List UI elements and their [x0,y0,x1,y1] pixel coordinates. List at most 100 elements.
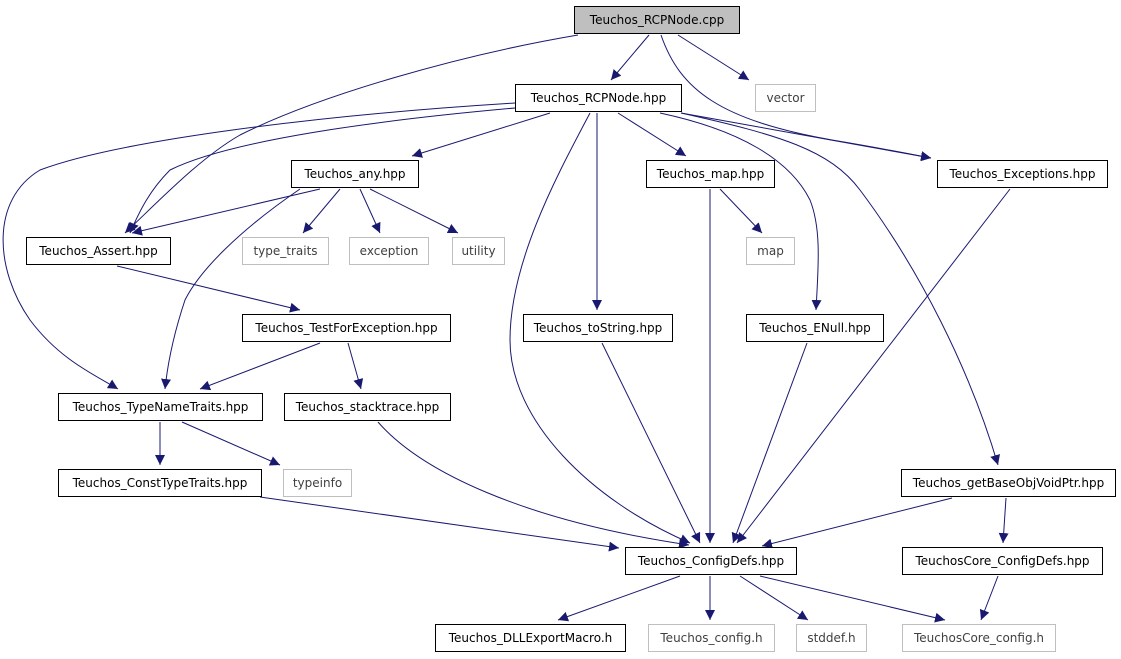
node-label: TeuchosCore_ConfigDefs.hpp [914,554,1089,568]
node-tostring-hpp[interactable]: Teuchos_toString.hpp [523,314,673,342]
node-label: utility [461,244,495,258]
node-label: Teuchos_RCPNode.cpp [589,13,724,27]
node-box [242,237,329,265]
node-label: typeinfo [293,476,342,490]
node-box [625,547,797,575]
dependency-edges [2,34,1011,623]
edge-map-hpp-to-map [719,188,763,234]
node-label: map [757,244,784,258]
edge-testforexception-hpp-to-stacktrace-hpp [347,342,364,390]
edge-exceptions-hpp-to-configdefs-hpp [736,188,1011,544]
node-label: Teuchos_TypeNameTraits.hpp [72,400,249,414]
node-teuchoscore-configdefs-hpp[interactable]: TeuchosCore_ConfigDefs.hpp [902,547,1103,575]
node-box [746,237,795,265]
node-exception: exception [349,237,429,265]
node-map: map [746,237,795,265]
node-map-hpp[interactable]: Teuchos_map.hpp [646,160,775,188]
node-label: stddef.h [807,631,855,645]
node-label: exception [360,244,419,258]
edge-testforexception-hpp-to-typenametraits-hpp [199,342,321,391]
node-label: type_traits [253,244,317,258]
node-box [349,237,429,265]
node-type-traits: type_traits [242,237,329,265]
node-exceptions-hpp[interactable]: Teuchos_Exceptions.hpp [937,160,1108,188]
edge-rcpnode-hpp-to-typenametraits-hpp [2,102,516,390]
node-stacktrace-hpp[interactable]: Teuchos_stacktrace.hpp [284,393,451,421]
node-label: Teuchos_RCPNode.hpp [530,91,666,105]
node-box [58,469,262,497]
node-box [284,393,451,421]
node-dllexportmacro-h[interactable]: Teuchos_DLLExportMacro.h [435,624,626,652]
node-stddef-h: stddef.h [796,624,867,652]
node-label: Teuchos_config.h [659,631,762,645]
node-box [646,160,775,188]
edge-configdefs-hpp-to-stddef-h [739,575,809,621]
edge-typenametraits-hpp-to-typeinfo [181,421,281,466]
node-box [755,84,816,112]
edge-consttypetraits-hpp-to-configdefs-hpp [259,496,620,552]
node-any-hpp[interactable]: Teuchos_any.hpp [291,160,419,188]
edge-rcpnode-hpp-to-enull-hpp [659,112,822,311]
edge-configdefs-hpp-to-dllexportmacro-h [557,575,681,622]
edge-any-hpp-to-typenametraits-hpp [161,188,301,390]
node-consttypetraits-hpp[interactable]: Teuchos_ConstTypeTraits.hpp [58,469,262,497]
node-vector: vector [755,84,816,112]
node-configdefs-hpp[interactable]: Teuchos_ConfigDefs.hpp [625,547,797,575]
edge-getbaseobjvoidptr-hpp-to-configdefs-hpp [761,497,953,549]
node-box [902,547,1103,575]
edge-teuchoscore-configdefs-hpp-to-teuchoscore-config-h [979,575,999,621]
edge-rcpnode-hpp-to-map-hpp [617,112,687,157]
node-assert-hpp[interactable]: Teuchos_Assert.hpp [26,237,171,265]
node-label: Teuchos_stacktrace.hpp [295,400,440,414]
edge-rcpnode-cpp-to-vector [677,34,750,81]
node-rcpnode-hpp[interactable]: Teuchos_RCPNode.hpp [515,84,682,112]
edge-rcpnode-hpp-to-exceptions-hpp [680,112,932,162]
node-box [523,314,673,342]
node-box [515,84,682,112]
node-teuchoscore-config-h: TeuchosCore_config.h [902,624,1056,652]
node-label: Teuchos_Exceptions.hpp [948,167,1095,181]
node-label: Teuchos_any.hpp [303,167,405,181]
node-getbaseobjvoidptr-hpp[interactable]: Teuchos_getBaseObjVoidPtr.hpp [901,469,1116,497]
node-box [452,237,505,265]
node-box [937,160,1108,188]
node-rcpnode-cpp[interactable]: Teuchos_RCPNode.cpp [574,6,740,34]
node-typenametraits-hpp[interactable]: Teuchos_TypeNameTraits.hpp [58,393,263,421]
node-label: Teuchos_map.hpp [656,167,764,181]
node-box [58,393,263,421]
node-box [574,6,740,34]
edge-getbaseobjvoidptr-hpp-to-teuchoscore-configdefs-hpp [998,497,1009,544]
edge-rcpnode-hpp-to-assert-hpp [129,107,516,234]
node-box [283,469,352,497]
node-label: Teuchos_Assert.hpp [38,244,157,258]
node-box [26,237,171,265]
edge-rcpnode-cpp-to-rcpnode-hpp [610,34,650,81]
node-label: Teuchos_toString.hpp [533,321,663,335]
edge-tostring-hpp-to-configdefs-hpp [601,342,701,544]
node-label: Teuchos_ENull.hpp [758,321,871,335]
node-label: Teuchos_DLLExportMacro.h [448,631,613,645]
edge-rcpnode-cpp-to-assert-hpp [124,34,579,234]
edge-stacktrace-hpp-to-configdefs-hpp [377,421,690,549]
node-config-h: Teuchos_config.h [648,624,775,652]
node-typeinfo: typeinfo [283,469,352,497]
edge-rcpnode-hpp-to-configdefs-hpp [509,112,691,544]
node-testforexception-hpp[interactable]: Teuchos_TestForException.hpp [242,314,451,342]
node-label: Teuchos_getBaseObjVoidPtr.hpp [912,476,1104,490]
node-label: Teuchos_TestForException.hpp [254,321,437,335]
node-box [242,314,451,342]
node-box [435,624,626,652]
edge-rcpnode-hpp-to-getbaseobjvoidptr-hpp [680,112,1000,466]
edge-configdefs-hpp-to-teuchoscore-config-h [759,575,946,623]
edge-any-hpp-to-assert-hpp [131,188,321,236]
edge-assert-hpp-to-testforexception-hpp [116,265,301,313]
edge-any-hpp-to-exception [359,188,381,234]
node-box [746,314,884,342]
node-label: Teuchos_ConfigDefs.hpp [637,554,784,568]
node-label: vector [766,91,804,105]
node-enull-hpp[interactable]: Teuchos_ENull.hpp [746,314,884,342]
node-label: TeuchosCore_config.h [913,631,1044,645]
node-box [901,469,1116,497]
node-box [648,624,775,652]
